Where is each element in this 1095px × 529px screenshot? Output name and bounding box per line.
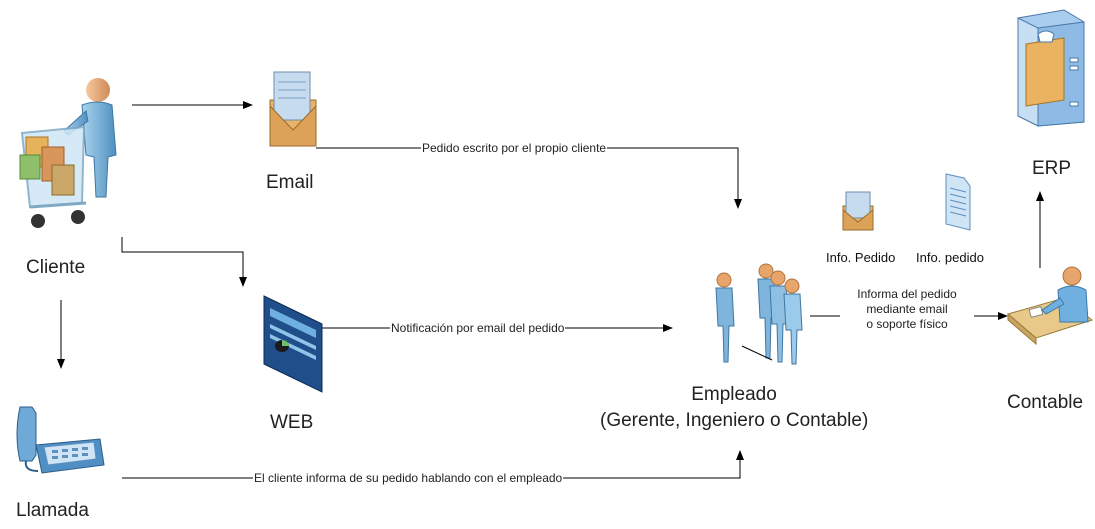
llamada-label: Llamada xyxy=(16,500,89,521)
edge-label-llamada: El cliente informa de su pedido hablando… xyxy=(253,471,564,485)
arrow-cliente-web xyxy=(121,237,247,287)
web-label: WEB xyxy=(270,412,314,433)
empleado-label: Empleado (Gerente, Ingeniero o Contable) xyxy=(600,384,868,432)
group-of-people-icon xyxy=(715,263,803,365)
server-icon xyxy=(1017,9,1085,127)
edge-label-contable-line1: Informa del pedido xyxy=(857,287,957,301)
shopping-cart-person-icon xyxy=(19,78,117,228)
empleado-label-subtitle: (Gerente, Ingeniero o Contable) xyxy=(600,410,869,431)
empleado-label-title: Empleado xyxy=(691,384,777,405)
erp-label: ERP xyxy=(1032,158,1072,179)
envelope-icon xyxy=(842,191,874,231)
telephone-icon xyxy=(16,406,105,474)
cliente-label: Cliente xyxy=(26,257,86,278)
document-icon xyxy=(945,173,971,231)
edge-label-email: Pedido escrito por el propio cliente xyxy=(421,141,608,155)
edge-label-contable-line2: mediante email xyxy=(866,302,948,316)
info-pedido-email-label: Info. Pedido xyxy=(826,250,896,265)
arrow-email-empleado xyxy=(316,147,742,209)
edge-label-contable-line3: o soporte físico xyxy=(866,317,948,331)
envelope-icon xyxy=(269,71,317,147)
accountant-desk-icon xyxy=(1006,266,1094,346)
web-page-icon xyxy=(263,295,323,393)
email-label: Email xyxy=(266,172,314,193)
edge-label-contable: Informa del pedido mediante email o sopo… xyxy=(840,287,974,332)
contable-label: Contable xyxy=(1007,392,1084,413)
info-pedido-doc-label: Info. pedido xyxy=(916,250,984,265)
edge-label-web: Notificación por email del pedido xyxy=(390,321,566,335)
